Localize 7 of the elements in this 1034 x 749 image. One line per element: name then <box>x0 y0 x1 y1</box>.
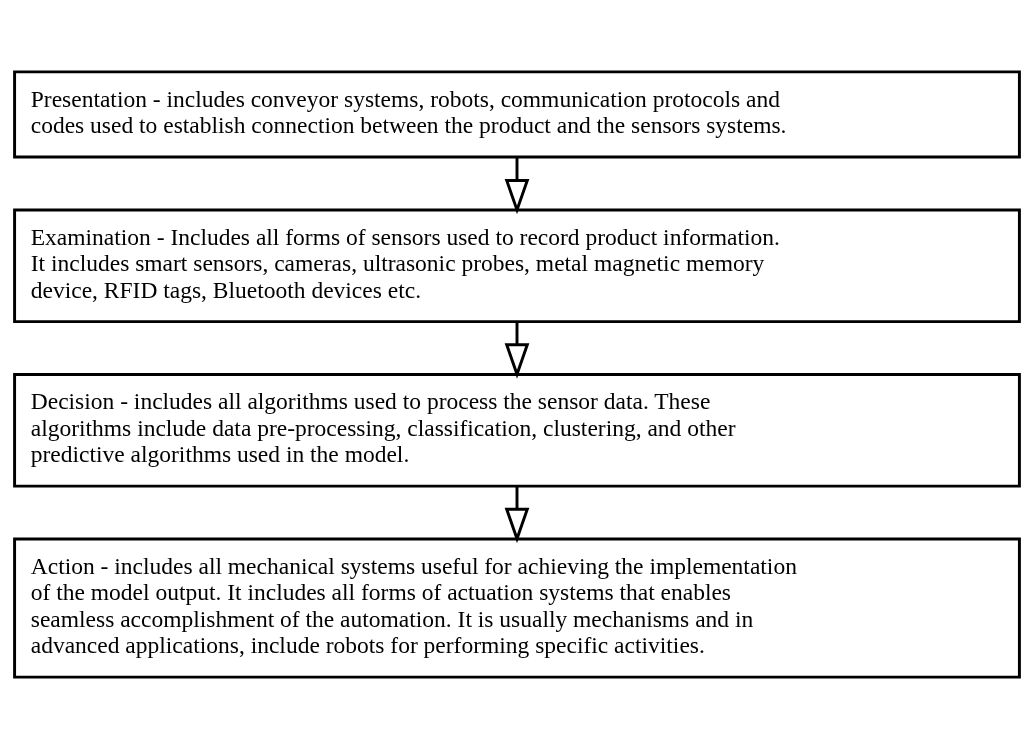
arrow <box>504 321 530 379</box>
node-box: Action - includes all mechanical systems useful for achieving the implementation of the model output. It includes all forms of actuation systems that enables seamless accomplishment of the automation. It is usually mechanisms and in advanced applications, include robots for performing specific activities. <box>13 537 1021 679</box>
node-box: Presentation - includes conveyor systems, robots, communication protocols and codes used to establish connection between the product and the sensors systems. <box>13 70 1021 159</box>
arrow <box>504 486 530 544</box>
node-box: Decision - includes all algorithms used to process the sensor data. These algorithms include data pre-processing, classification, clustering, and other predictive algorithms used in the model. <box>13 373 1021 488</box>
arrow <box>504 157 530 215</box>
node-box: Examination - Includes all forms of sensors used to record product information. It includes smart sensors, cameras, ultrasonic probes, metal magnetic memory device, RFID tags, Bluetooth devices etc. <box>13 208 1021 324</box>
